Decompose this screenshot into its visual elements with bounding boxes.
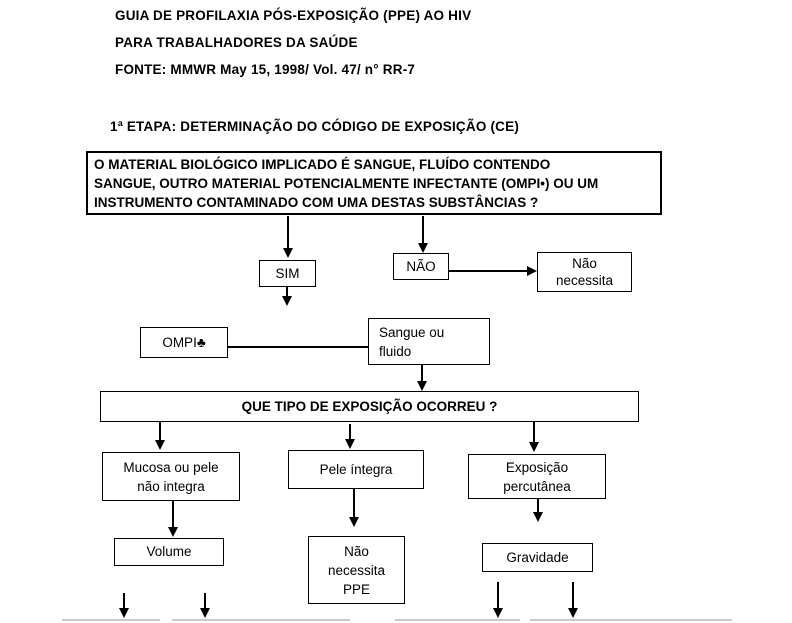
nao-necessita-ppe-line: Não xyxy=(344,543,369,559)
pele-integra-box: Pele íntegra xyxy=(288,450,424,489)
main-question-line: SANGUE, OUTRO MATERIAL POTENCIALMENTE IN… xyxy=(94,175,599,191)
nao-necessita-ppe-box: Não necessita PPE xyxy=(308,536,405,604)
sangue-fluido-line: Sangue ou xyxy=(379,324,445,340)
nao-necessita-line: Não xyxy=(572,256,597,271)
title-line-1: GUIA DE PROFILAXIA PÓS-EXPOSIÇÃO (PPE) A… xyxy=(115,8,472,23)
exposicao-line: percutânea xyxy=(503,478,571,494)
cutoff-box-top-2 xyxy=(172,619,350,621)
main-question-line: INSTRUMENTO CONTAMINADO COM UMA DESTAS S… xyxy=(94,194,539,210)
nao-necessita-line: necessita xyxy=(555,273,614,288)
sangue-fluido-line: fluido xyxy=(379,343,412,359)
ompi-box: OMPI♣ xyxy=(140,327,228,358)
gravidade-box: Gravidade xyxy=(482,543,593,572)
mucosa-line: não integra xyxy=(137,478,205,494)
main-question-line: O MATERIAL BIOLÓGICO IMPLICADO É SANGUE,… xyxy=(94,156,551,172)
nao-necessita-ppe-line: PPE xyxy=(342,581,370,597)
cutoff-box-top-4 xyxy=(530,619,732,621)
cutoff-box-top-3 xyxy=(395,619,520,621)
mucosa-line: Mucosa ou pele xyxy=(123,459,219,475)
section-title: 1ª ETAPA: DETERMINAÇÃO DO CÓDIGO DE EXPO… xyxy=(110,119,520,134)
title-line-2: PARA TRABALHADORES DA SAÚDE xyxy=(115,35,358,50)
volume-box: Volume xyxy=(114,538,224,566)
sangue-fluido-box: Sangue ou fluido xyxy=(368,318,490,365)
nao-necessita-ppe-line: necessita xyxy=(327,562,386,578)
nao-necessita-box: Não necessita xyxy=(537,252,632,292)
mucosa-box: Mucosa ou pele não integra xyxy=(102,452,240,501)
exposicao-line: Exposição xyxy=(505,459,569,475)
source-line: FONTE: MMWR May 15, 1998/ Vol. 47/ n° RR… xyxy=(115,62,416,77)
nao-box: NÃO xyxy=(393,253,449,280)
main-question-box: O MATERIAL BIOLÓGICO IMPLICADO É SANGUE,… xyxy=(86,151,662,215)
tipo-question-box: QUE TIPO DE EXPOSIÇÃO OCORREU ? xyxy=(100,391,639,422)
exposicao-percutanea-box: Exposição percutânea xyxy=(468,454,606,499)
cutoff-box-top-1 xyxy=(62,619,160,621)
sim-box: SIM xyxy=(259,260,316,287)
